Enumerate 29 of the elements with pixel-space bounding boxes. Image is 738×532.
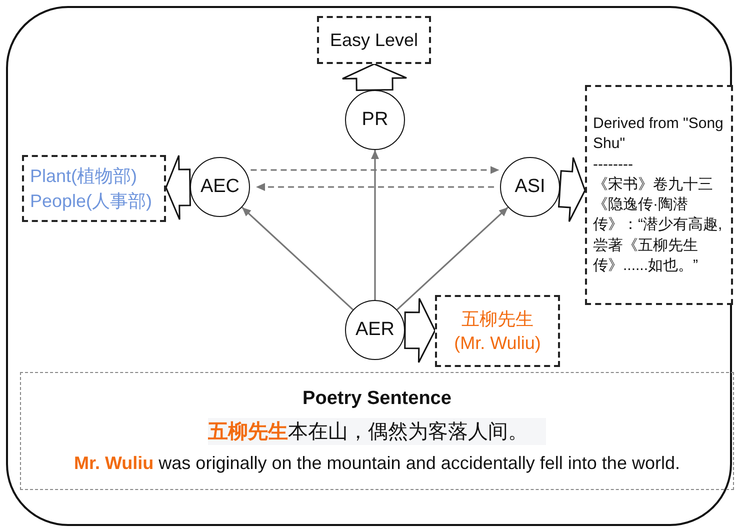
block-arrow [342,63,408,91]
block-arrow [558,156,586,222]
box-text: 五柳先生 [462,308,534,331]
dashed-box [317,16,431,64]
sentence-panel [20,372,734,490]
sentence-text: Mr. Wuliu was originally on the mountain and accidentally fell into the world. [74,453,680,474]
circle-node: ASI [500,157,560,217]
dashed-arrow [250,166,500,174]
dashed-box [22,155,166,222]
block-arrow [165,154,191,220]
sentence-text: 五柳先生本在山，偶然为客落人间。 [208,418,546,445]
dashed-arrow [256,183,494,191]
block-arrow [404,298,436,364]
panel-heading: Poetry Sentence [302,388,452,410]
box-text: Plant(植物部) [30,165,138,188]
circle-node: AER [345,300,405,360]
circle-node: AEC [190,157,250,217]
box-text: People(人事部) [30,190,152,213]
arrow [371,150,379,300]
arrow [396,206,508,310]
dashed-box [585,85,733,305]
box-text: Derived from "Song Shu" [593,114,724,154]
box-text: -------- [593,154,633,174]
dashed-box [435,295,560,367]
arrow [242,206,354,310]
box-text: (Mr. Wuliu) [454,332,541,355]
box-text: Easy Level [330,28,418,52]
circle-node: PR [345,90,405,150]
box-text: 《宋书》卷九十三《隐逸传·陶潜传》：“潜少有高趣,尝著《五柳先生传》......如也。” [593,174,724,276]
